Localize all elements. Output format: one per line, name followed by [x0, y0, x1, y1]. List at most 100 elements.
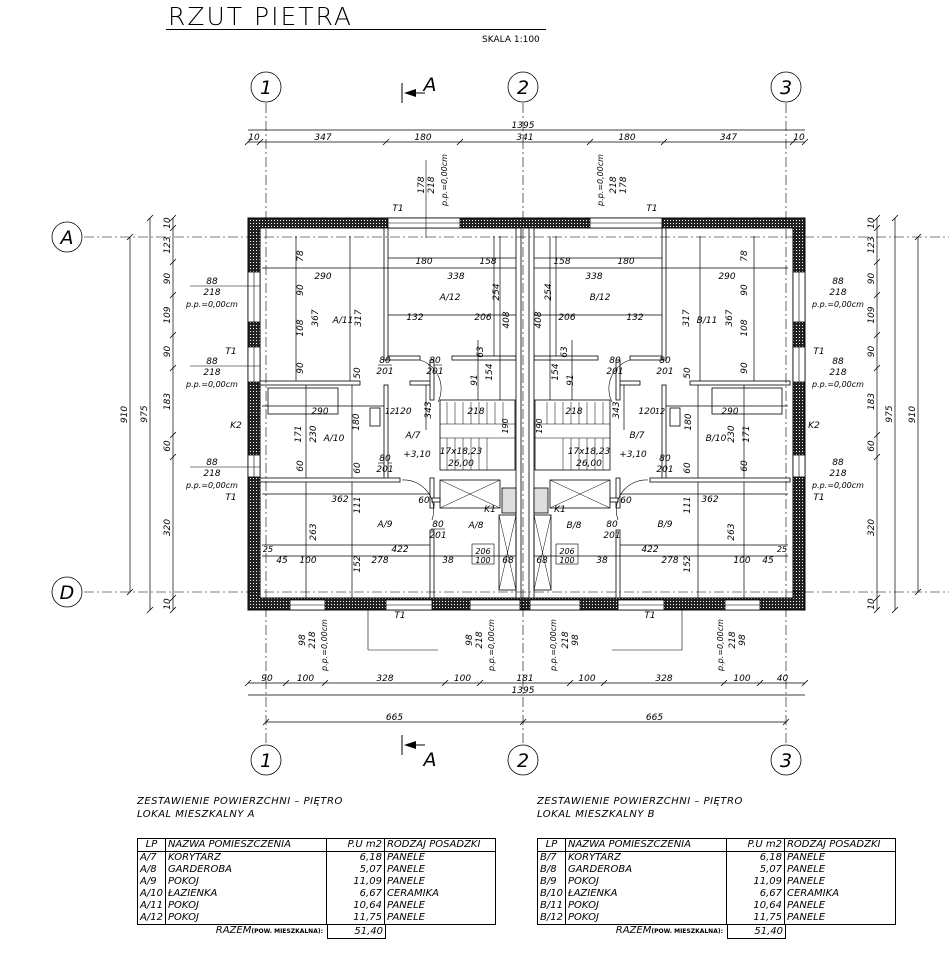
- room-tag: A/9: [377, 520, 393, 530]
- dimension-label: 90: [261, 674, 273, 684]
- dimension-tick: [321, 679, 329, 687]
- axis-bubble: [507, 744, 539, 776]
- axis-bubble: [250, 71, 282, 103]
- dimension-tick: [126, 588, 134, 596]
- axis-label: 1: [260, 77, 272, 99]
- dimension-label: 367: [725, 309, 735, 326]
- floor-level: p.p.=0,00cm: [596, 154, 605, 207]
- room-area: 10,64: [725, 900, 785, 912]
- floor-level: p.p.=0,00cm: [185, 481, 238, 490]
- toilet: [669, 407, 681, 427]
- dimension-label: 290: [314, 272, 331, 282]
- dimension-label: 158: [479, 257, 496, 267]
- room-tag: B/8: [567, 521, 582, 531]
- toilet: [369, 407, 381, 427]
- dimension-label: 320: [163, 519, 173, 536]
- dimension-tick: [801, 679, 809, 687]
- shaft-cross: [533, 514, 552, 591]
- total-value: 51,40: [727, 925, 786, 939]
- dimension-label: 60: [620, 496, 632, 506]
- window-width: 98: [571, 634, 581, 646]
- wall: [387, 355, 421, 361]
- column-header: P.U m2: [725, 838, 785, 852]
- room-number: B/8: [537, 864, 566, 876]
- chimney-tag: K2: [230, 421, 242, 431]
- total-note: (POW. MIESZKALNA):: [651, 928, 723, 935]
- dimension-label: 180: [684, 413, 694, 430]
- dimension-label: 206: [558, 313, 575, 323]
- dimension-label: 123: [867, 236, 877, 253]
- floor-level: p.p.=0,00cm: [320, 619, 329, 672]
- window-width: 88: [206, 277, 218, 287]
- dimension-label: 975: [140, 405, 150, 422]
- dimension-label: 78: [740, 250, 750, 262]
- door-width: 80: [659, 454, 671, 464]
- room-number: A/11: [137, 900, 166, 912]
- dimension-label: 12: [385, 407, 395, 416]
- axis-bubble: [507, 71, 539, 103]
- dimension-tick: [891, 606, 899, 614]
- door-width: 80: [379, 356, 391, 366]
- window-height: 218: [829, 368, 846, 378]
- window-height: 218: [203, 469, 220, 479]
- dimension-label: 254: [492, 283, 502, 300]
- dimension-tick: [720, 679, 728, 687]
- room-area: 5,07: [725, 864, 785, 876]
- dimension-label: 100: [454, 674, 471, 684]
- wall: [383, 227, 389, 361]
- dimension-label: 152: [353, 555, 363, 572]
- dimension-label: 152: [683, 555, 693, 572]
- dimension-label: 10: [867, 598, 877, 610]
- dimension-label: 171: [742, 425, 752, 442]
- dimension-label: 320: [867, 519, 877, 536]
- dimension-label: 120: [638, 407, 655, 417]
- dimension-label: 132: [406, 313, 423, 323]
- table-title: ZESTAWIENIE POWIERZCHNI – PIĘTRO: [537, 796, 743, 807]
- wall: [689, 380, 791, 386]
- dimension-label: 263: [309, 523, 319, 540]
- wall: [661, 227, 667, 361]
- area-table-unit-a: ZESTAWIENIE POWIERZCHNI – PIĘTRO LOKAL M…: [137, 795, 496, 939]
- title-underline: [166, 29, 546, 30]
- room-number: B/11: [537, 900, 566, 912]
- dimension-label: 154: [551, 363, 561, 380]
- dimension-label: 63: [476, 346, 486, 358]
- axis-bubble: [770, 744, 802, 776]
- window-height: 218: [203, 368, 220, 378]
- dimension-label: 100: [578, 674, 595, 684]
- window-width: 98: [738, 634, 748, 646]
- dimension-label: 90: [740, 362, 750, 374]
- floor-type: PANELE: [383, 876, 496, 888]
- axis-label: 3: [780, 750, 792, 772]
- stair-length: 26,00: [576, 459, 602, 469]
- room-tag: A/11: [332, 316, 354, 326]
- window-width: 88: [832, 357, 844, 367]
- room-area: 6,67: [325, 888, 385, 900]
- window-width: 88: [206, 458, 218, 468]
- dimension-label: 90: [867, 273, 877, 285]
- axis-label: D: [60, 582, 75, 604]
- dimension-tick: [169, 224, 177, 232]
- floor-type: CERAMIKA: [383, 888, 496, 900]
- section-label: A: [422, 74, 437, 96]
- floor-type: PANELE: [383, 912, 496, 925]
- dimension-tick: [169, 606, 177, 614]
- dimension-label: 347: [720, 133, 737, 143]
- room-number: A/12: [137, 912, 166, 925]
- dimension-label: 665: [386, 713, 403, 723]
- door-height: 201: [426, 367, 443, 377]
- total-value: 51,40: [327, 925, 386, 939]
- window-height: 218: [829, 469, 846, 479]
- wall: [615, 477, 621, 509]
- dimension-label: 183: [163, 393, 173, 410]
- dimension-label: 90: [163, 273, 173, 285]
- dimension-label: 25: [777, 545, 787, 554]
- dimension-label: 10: [793, 133, 805, 143]
- interior-floor-area: [259, 227, 794, 599]
- staircase: [439, 399, 516, 471]
- dimension-label: 100: [733, 556, 750, 566]
- table-total-row: RAZEM(POW. MIESZKALNA): 51,40: [137, 925, 496, 939]
